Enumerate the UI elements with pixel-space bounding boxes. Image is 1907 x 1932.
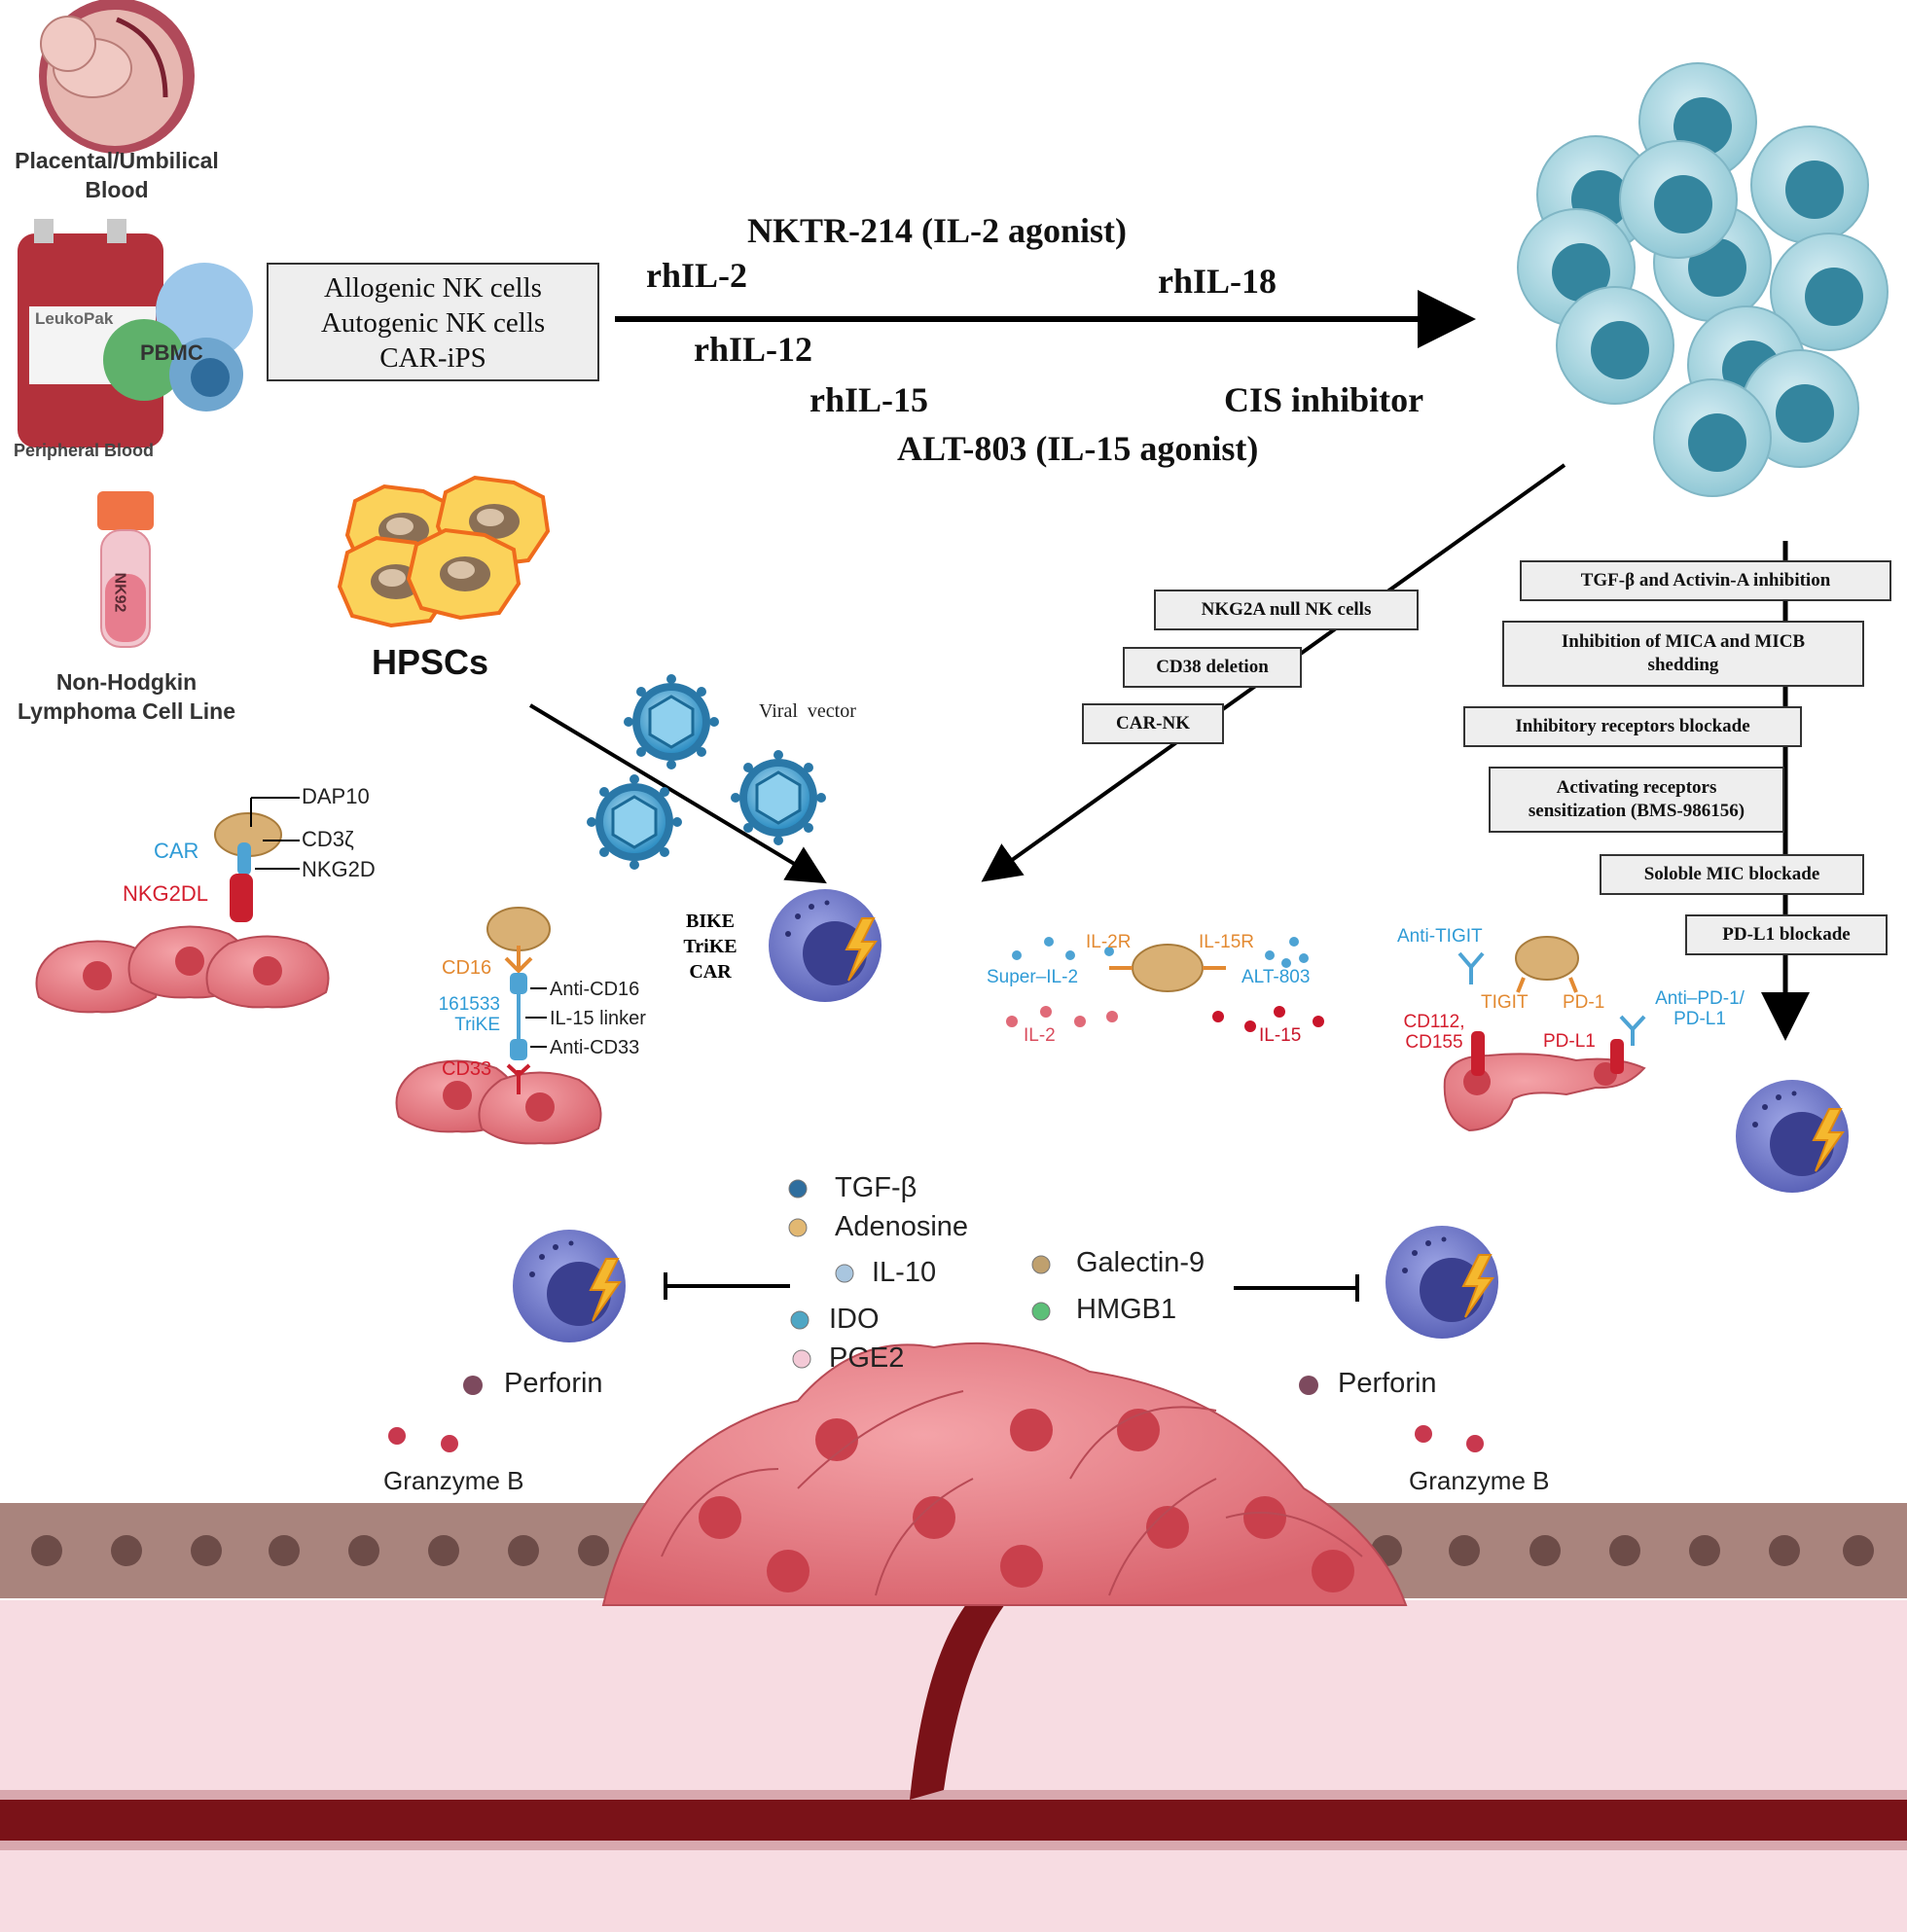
granzyme-label-right: Granzyme B: [1409, 1466, 1550, 1495]
rhil2-label: rhIL-2: [646, 256, 748, 295]
anti-tigit-label: Anti-TIGIT: [1397, 926, 1483, 947]
anti-pd1-label: Anti–PD-1/ PD-L1: [1655, 988, 1745, 1029]
nkg2d-label: NKG2D: [302, 857, 376, 881]
car-nk-box: CAR-NK: [1082, 703, 1224, 744]
rhil18-label: rhIL-18: [1158, 262, 1277, 301]
nhl-label: Non-Hodgkin Lymphoma Cell Line: [17, 669, 236, 724]
cd16-label: CD16: [442, 957, 492, 979]
nkg2dl-label: NKG2DL: [123, 881, 209, 906]
nktr214-label: NKTR-214 (IL-2 agonist): [747, 211, 1128, 250]
checkpoint-panel-art: [1443, 936, 1646, 1132]
adenosine-label: Adenosine: [835, 1211, 969, 1242]
nk92-tube-icon: [97, 491, 154, 648]
cd38-deletion-box: CD38 deletion: [1123, 647, 1302, 688]
cytokine-panel-art: [1006, 937, 1324, 1032]
source-item: Autogenic NK cells: [320, 307, 546, 339]
il15-label: IL-15: [1259, 1025, 1302, 1046]
il2-label: IL-2: [1024, 1025, 1056, 1046]
viral-vector-label: Viral vector: [759, 700, 856, 722]
nkg2a-null-box: NKG2A null NK cells: [1154, 590, 1419, 630]
cd112-cd155-label: CD112, CD155: [1403, 1012, 1465, 1053]
nk-source-box: Allogenic NK cells Autogenic NK cells CA…: [267, 263, 599, 381]
granzyme-label-left: Granzyme B: [383, 1466, 524, 1495]
alt803-receptor-label: ALT-803: [1241, 967, 1311, 987]
il2r-label: IL-2R: [1086, 932, 1132, 952]
fetus-icon: [39, 0, 195, 154]
pdl1-label: PD-L1: [1543, 1031, 1596, 1052]
super-il2-label: Super–IL-2: [987, 967, 1079, 987]
peripheral-blood-label: Peripheral Blood: [14, 441, 155, 460]
anti-cd16-label: Anti-CD16: [550, 979, 640, 1000]
pd1-label: PD-1: [1563, 992, 1605, 1013]
source-item: Allogenic NK cells: [324, 272, 542, 304]
blood-bag-icon: [18, 219, 253, 447]
il15-linker-label: IL-15 linker: [550, 1008, 646, 1029]
tgfb-activin-box: TGF-β and Activin-A inhibition: [1520, 560, 1891, 601]
hmgb1-label: HMGB1: [1076, 1294, 1177, 1325]
tigit-label: TIGIT: [1481, 992, 1529, 1013]
source-item: CAR-iPS: [379, 342, 486, 374]
inhibitory-receptors-box: Inhibitory receptors blockade: [1463, 706, 1802, 747]
pbmc-label: PBMC: [140, 340, 203, 365]
il10-label: IL-10: [872, 1257, 937, 1288]
alt803-label: ALT-803 (IL-15 agonist): [897, 429, 1259, 468]
galectin9-label: Galectin-9: [1076, 1247, 1205, 1278]
engagers-label: BIKE TriKE CAR: [683, 911, 738, 983]
nk92-label: NK92: [111, 572, 128, 613]
trike-label: 161533 TriKE: [438, 994, 500, 1035]
legend-dots: [388, 1179, 1484, 1452]
perforin-label-right: Perforin: [1338, 1368, 1437, 1399]
anti-cd33-label: Anti-CD33: [550, 1037, 640, 1058]
expanded-nk-cluster: [1517, 62, 1889, 497]
tissue-and-vessel: [0, 1342, 1907, 1932]
ido-label: IDO: [829, 1304, 880, 1335]
pge2-label: PGE2: [829, 1342, 905, 1374]
activating-receptors-box: Activating receptors sensitization (BMS-…: [1489, 767, 1784, 833]
tgfb-label: TGF-β: [835, 1172, 918, 1203]
soluble-mic-box: Soloble MIC blockade: [1600, 854, 1864, 895]
dap10-label: DAP10: [302, 784, 370, 808]
car-panel-art: [35, 797, 330, 1014]
pdl1-blockade-box: PD-L1 blockade: [1685, 914, 1888, 955]
perforin-label-left: Perforin: [504, 1368, 603, 1399]
il15r-label: IL-15R: [1199, 932, 1255, 952]
car-label: CAR: [154, 839, 199, 863]
hpscs-label: HPSCs: [372, 642, 489, 682]
trike-panel-art: [395, 907, 602, 1145]
mica-micb-box: Inhibition of MICA and MICB shedding: [1502, 621, 1864, 687]
placental-blood-label: Placental/Umbilical Blood: [15, 148, 219, 202]
cd3z-label: CD3ζ: [302, 827, 354, 851]
cis-inhibitor-label: CIS inhibitor: [1224, 380, 1424, 419]
cd33-label: CD33: [442, 1058, 492, 1080]
leukopak-label: LeukoPak: [35, 309, 114, 328]
rhil15-label: rhIL-15: [810, 380, 929, 419]
rhil12-label: rhIL-12: [694, 330, 813, 369]
